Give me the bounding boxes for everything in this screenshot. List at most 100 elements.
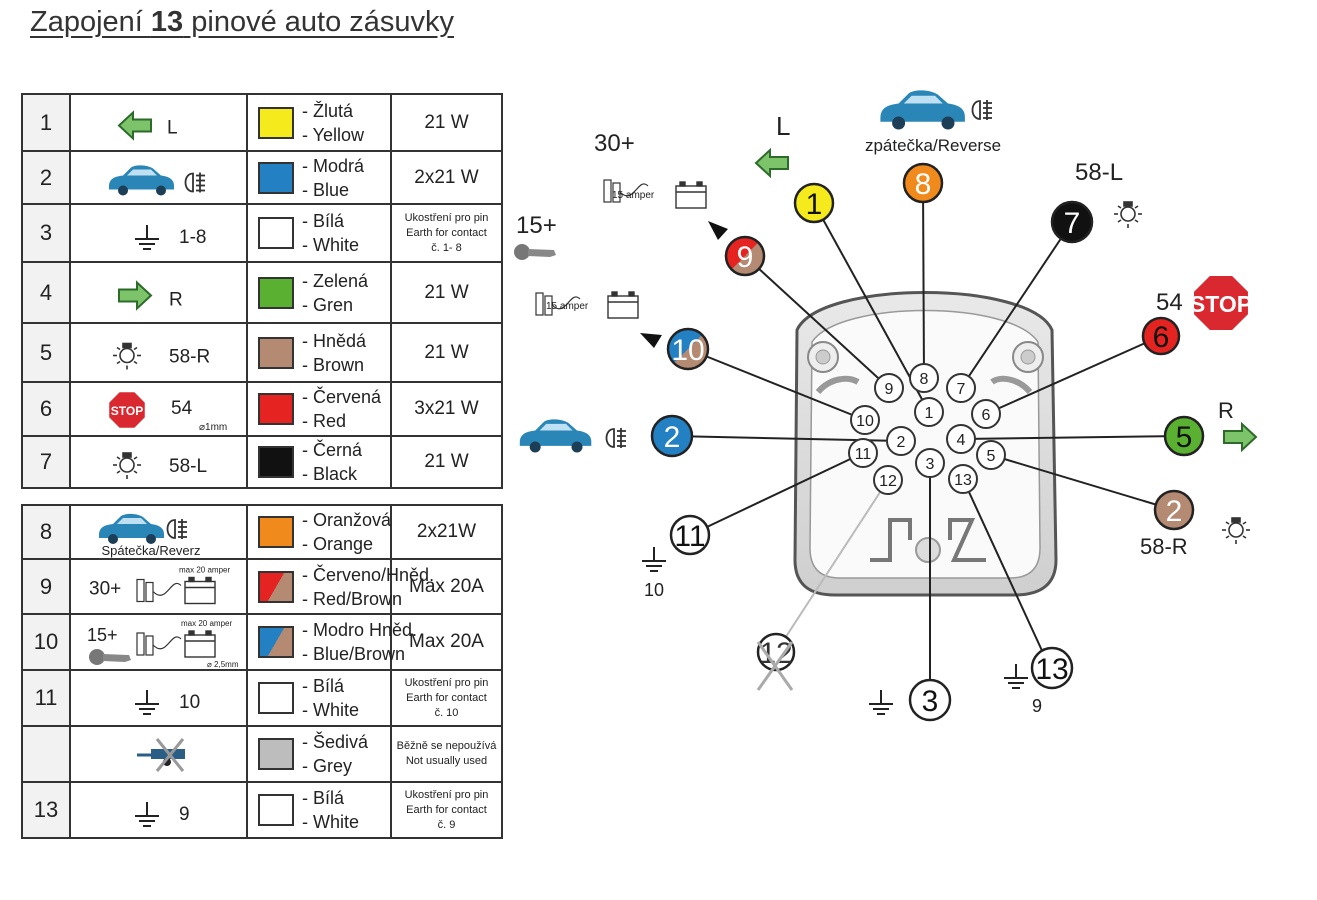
pin-number: 4: [21, 261, 71, 324]
stop-icon: [1192, 274, 1250, 332]
power-line: Max 20A: [409, 631, 484, 652]
icon-label: 58-R: [169, 347, 210, 368]
color-name-cz: - Červená: [302, 387, 382, 407]
color-name-en: - Brown: [302, 354, 365, 375]
battery-icon: [184, 630, 216, 658]
color-name-en: - Gren: [302, 294, 354, 315]
color-name-en: - Blue/Brown: [302, 644, 406, 664]
ground-icon: [869, 690, 893, 715]
color-name-cz: - Bílá: [302, 788, 345, 808]
pin-label: 1: [925, 405, 934, 422]
color-name-cz: - Šedivá: [302, 732, 369, 752]
function-cell: L: [69, 93, 248, 152]
power-line: Earth for contact: [406, 226, 487, 239]
ground-icon: [135, 225, 159, 250]
callout-number: 11: [674, 520, 705, 553]
wire-line: [960, 221, 1073, 389]
power-cell: 21 W: [390, 435, 503, 489]
color-name-cz: - Zelená: [302, 270, 369, 291]
icon-label: Spátečka/Reverz: [102, 543, 201, 558]
pin-callout: [1153, 489, 1195, 531]
fog-light-icon: [184, 172, 205, 193]
car-icon: [880, 90, 965, 130]
pin-callout: [650, 414, 694, 458]
function-symbol: Spátečka/Reverz: [99, 513, 201, 558]
latch-left: [815, 375, 860, 395]
wire-color-cell: - Bílá- White: [246, 203, 392, 263]
socket-pin: [874, 373, 904, 403]
color-name-cz: - Bílá: [302, 676, 345, 696]
power-line: 2x21 W: [414, 166, 479, 188]
wire-color-cell: - Černá- Black: [246, 435, 392, 489]
function-cell: 9: [69, 781, 248, 839]
battery-icon: [607, 291, 639, 319]
color-name-en: - Red/Brown: [302, 588, 403, 609]
pin-number: 11: [21, 669, 71, 727]
power-line: 3x21 W: [414, 398, 479, 419]
arrowhead: [708, 221, 728, 240]
icon-label: R: [169, 290, 183, 311]
function-symbol: 1-8: [135, 225, 206, 250]
diagram-label: R: [1218, 398, 1234, 423]
power-line: Max 20A: [409, 575, 484, 597]
socket-pin: [909, 363, 939, 393]
color-swatch: [258, 682, 294, 714]
wire-color-cell: - Bílá- White: [246, 781, 392, 839]
power-line: Earth for contact: [406, 803, 487, 816]
pin-callout: [902, 162, 944, 204]
icon-label: 9: [179, 804, 190, 825]
color-name-cz: - Hnědá: [302, 330, 367, 351]
socket-key: [870, 518, 986, 562]
icon-label: max 20 amper: [181, 619, 232, 628]
callout-number: 3: [922, 685, 939, 718]
icon-label: L: [167, 118, 178, 139]
power-cell: 21 W: [390, 322, 503, 383]
icon-label: 15+: [87, 625, 118, 645]
power-cell: 2x21 W: [390, 150, 503, 205]
function-symbol: 58-L: [113, 452, 207, 479]
function-cell: R: [69, 261, 248, 324]
color-name-cz: - Bílá: [302, 211, 345, 231]
wire-color-cell: - Žlutá- Yellow: [246, 93, 392, 152]
car-icon: [99, 513, 164, 544]
wire-color-cell: - Modrá- Blue: [246, 150, 392, 205]
socket-pin: [976, 440, 1006, 470]
icon-label: 54: [171, 398, 193, 419]
function-symbol: 15+max 20 amper⌀ 2,5mm: [87, 619, 239, 669]
color-name-en: - Red: [302, 411, 347, 431]
pin-label: 13: [954, 472, 972, 489]
function-cell: [69, 150, 248, 205]
function-symbol: 30+max 20 amper: [89, 566, 230, 605]
socket-pin: [914, 397, 944, 427]
power-line: Běžně se nepoužívá: [396, 740, 497, 752]
key-icon: [514, 244, 556, 260]
color-name-cz: - Modro Hněd.: [302, 620, 418, 640]
icon-label: max 20 amper: [179, 566, 230, 575]
fuse-icon: [136, 578, 182, 603]
arrowhead: [640, 333, 662, 348]
key-icon: [89, 649, 131, 665]
wire-color-cell: - Hnědá - Brown: [246, 322, 392, 383]
pin-callout: [669, 514, 711, 556]
fog-light-icon: [166, 519, 187, 539]
callout-number: 7: [1064, 207, 1081, 240]
pin-label: 10: [856, 413, 874, 430]
color-swatch: [258, 794, 294, 826]
function-symbol: 58-R: [113, 342, 210, 370]
color-name-en: - Blue: [302, 179, 350, 200]
color-swatch: [258, 516, 294, 548]
power-line: Ukostření pro pin: [404, 676, 489, 689]
wire-line: [990, 454, 1175, 511]
turn-left-arrow-icon: [754, 147, 789, 179]
callout-number: 5: [1176, 421, 1193, 454]
function-symbol: [137, 738, 185, 772]
stop-text: STOP: [1190, 291, 1252, 317]
